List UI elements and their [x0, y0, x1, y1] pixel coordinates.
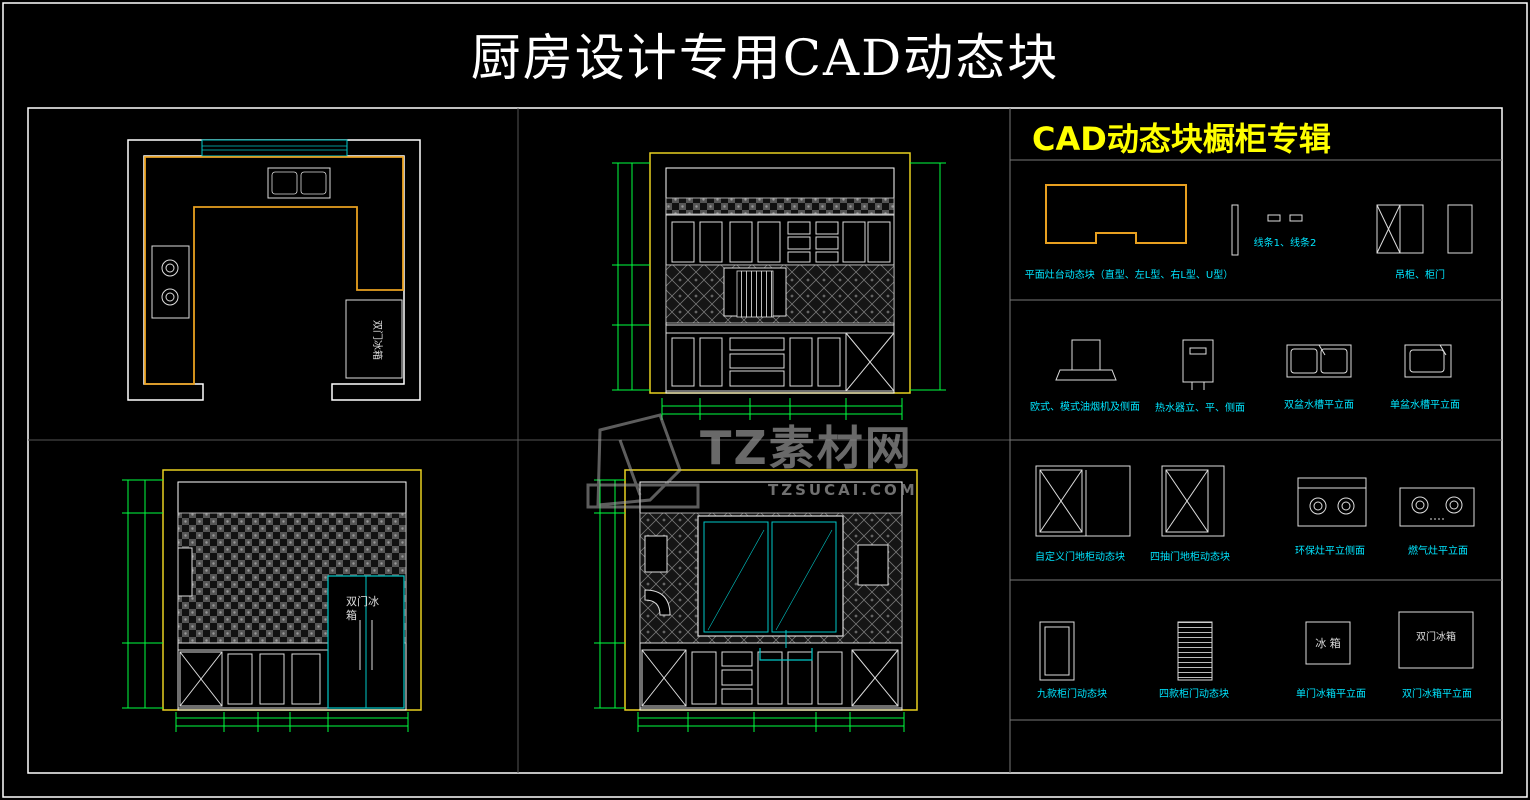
label-nine-door: 九款柜门动态块 — [1037, 689, 1107, 700]
page-title: 厨房设计专用CAD动态块 — [470, 29, 1060, 87]
label-single-fridge: 单门冰箱平立面 — [1296, 689, 1366, 700]
elevation-fridge-wall: 双门冰 箱 — [122, 469, 422, 732]
catalog-lines-icon — [1231, 204, 1303, 256]
kitchen-plan-view: 双门冰箱 — [127, 139, 421, 401]
catalog-custom-base-icon — [1035, 465, 1131, 537]
label-wall-cabinet: 吊柜、柜门 — [1395, 270, 1445, 281]
catalog-countertop-icon — [1045, 184, 1187, 244]
catalog-water-heater-icon — [1182, 339, 1214, 390]
catalog-four-drawer-base-icon — [1161, 465, 1225, 537]
elevation-fridge-label-1: 双门冰 — [346, 594, 379, 608]
label-water-heater: 热水器立、平、侧面 — [1155, 403, 1245, 414]
elevation-window-wall — [594, 469, 918, 732]
label-four-drawer-base: 四抽门地柜动态块 — [1150, 552, 1230, 563]
catalog-nine-door-icon — [1039, 621, 1075, 681]
label-gas-stove: 燃气灶平立面 — [1408, 546, 1468, 557]
label-range-hood: 欧式、模式油烟机及侧面 — [1030, 402, 1140, 413]
label-countertop: 平面灶台动态块（直型、左L型、右L型、U型） — [1024, 270, 1234, 281]
catalog-double-sink-icon — [1286, 344, 1352, 378]
catalog-range-hood-icon — [1055, 339, 1117, 381]
label-single-sink: 单盆水槽平立面 — [1390, 400, 1460, 411]
catalog-title: CAD动态块橱柜专辑 — [1032, 120, 1331, 158]
catalog-single-fridge-icon — [1305, 621, 1351, 665]
catalog-four-door-icon — [1177, 621, 1213, 681]
catalog-double-fridge-text: 双门冰箱 — [1416, 630, 1456, 643]
watermark-logo-mark — [586, 413, 700, 509]
label-double-fridge: 双门冰箱平立面 — [1402, 689, 1472, 700]
label-four-door: 四款柜门动态块 — [1159, 689, 1229, 700]
elevation-sink-wall — [612, 152, 946, 420]
elevation-fridge-label-2: 箱 — [346, 608, 357, 622]
catalog-single-fridge-text: 冰 箱 — [1315, 636, 1341, 650]
catalog-double-fridge-icon — [1398, 611, 1474, 669]
catalog-eco-stove-icon — [1297, 477, 1367, 527]
catalog-single-sink-icon — [1404, 344, 1452, 378]
catalog-gas-stove-icon — [1399, 487, 1475, 527]
plan-fridge-label: 双门冰箱 — [371, 320, 384, 360]
watermark-url: TZSUCAI.COM — [768, 481, 918, 499]
label-eco-stove: 环保灶平立侧面 — [1295, 546, 1365, 557]
label-lines: 线条1、线条2 — [1253, 238, 1317, 249]
watermark-logo-text: TZ素材网 — [700, 421, 913, 475]
label-custom-base: 自定义门地柜动态块 — [1035, 552, 1125, 563]
catalog-wall-cabinet-icon — [1376, 204, 1473, 254]
label-double-sink: 双盆水槽平立面 — [1284, 400, 1354, 411]
